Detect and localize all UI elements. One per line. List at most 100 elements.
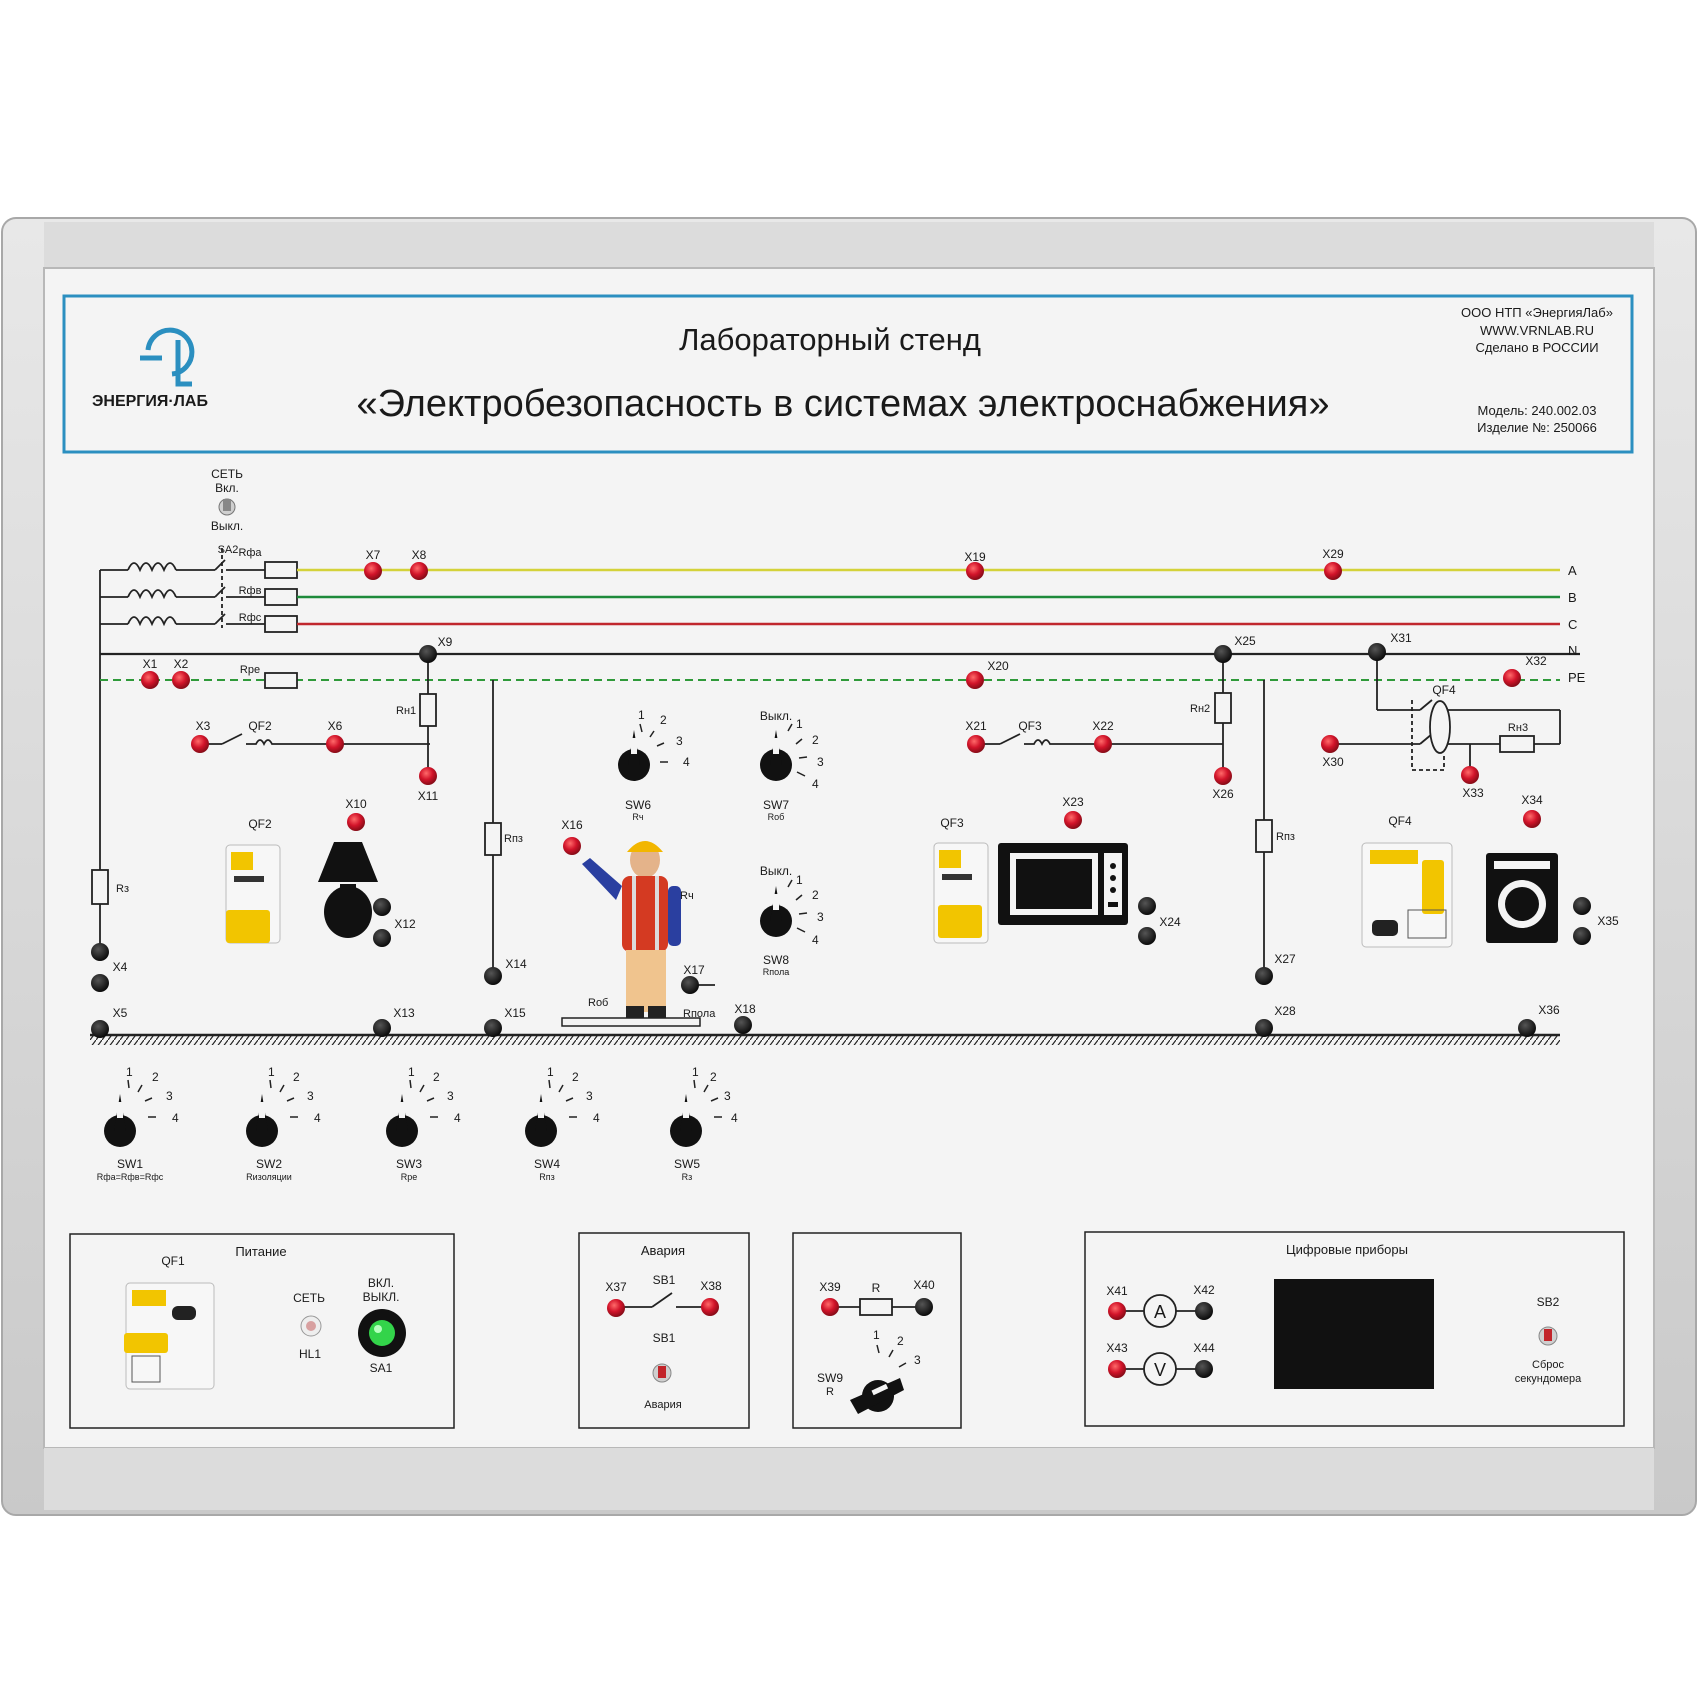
terminal-x30[interactable] [1321, 735, 1339, 753]
power-panel [69, 1233, 455, 1429]
terminal-x22[interactable] [1094, 735, 1112, 753]
terminal-x27[interactable] [1255, 967, 1273, 985]
label-rfa: Rфа [238, 547, 262, 559]
terminal-x39[interactable] [821, 1298, 839, 1316]
bus-label-n: N [1568, 643, 1577, 658]
label-x35: X35 [1597, 914, 1619, 928]
terminal-x12[interactable] [373, 898, 391, 947]
terminal-x3[interactable] [191, 735, 209, 753]
sw5-name: SW5 [674, 1157, 700, 1171]
terminal-x32[interactable] [1503, 669, 1521, 687]
terminal-x26[interactable] [1214, 767, 1232, 785]
terminal-x2[interactable] [172, 671, 190, 689]
label-x19: X19 [964, 550, 986, 564]
breaker-qf4[interactable] [1361, 842, 1453, 948]
terminal-x10[interactable] [347, 813, 365, 831]
terminal-x25[interactable] [1214, 645, 1232, 663]
dial-ticks-lower [127, 1079, 722, 1118]
label-x3: X3 [196, 719, 211, 733]
rotary-switch-sw2[interactable] [246, 1094, 278, 1147]
label-x10: X10 [345, 797, 367, 811]
digital-display [1274, 1279, 1434, 1389]
sw2-name: SW2 [256, 1157, 282, 1171]
terminal-x11[interactable] [419, 767, 437, 785]
terminal-x9[interactable] [419, 645, 437, 663]
voltmeter-icon: V [1143, 1352, 1177, 1386]
terminal-x34[interactable] [1523, 810, 1541, 828]
rotary-switch-sw3[interactable] [386, 1094, 418, 1147]
terminal-x19[interactable] [966, 562, 984, 580]
breaker-qf2[interactable] [225, 844, 281, 944]
terminal-x33[interactable] [1461, 766, 1479, 784]
terminal-x36[interactable] [1518, 1019, 1536, 1037]
rotary-switch-sw5[interactable] [670, 1094, 702, 1147]
terminal-x40[interactable] [915, 1298, 933, 1316]
sb2-label: SB2 [1537, 1295, 1560, 1309]
terminal-x16[interactable] [563, 837, 581, 855]
terminal-x44[interactable] [1195, 1360, 1213, 1378]
sw4-name: SW4 [534, 1157, 560, 1171]
terminal-x24[interactable] [1138, 897, 1156, 945]
sw3-mark-3: 3 [447, 1089, 454, 1103]
ground-hatch [90, 1036, 1560, 1045]
terminal-x23[interactable] [1064, 811, 1082, 829]
terminal-x8[interactable] [410, 562, 428, 580]
microwave-icon [998, 843, 1128, 925]
terminal-x18[interactable] [734, 1016, 752, 1034]
terminal-x7[interactable] [364, 562, 382, 580]
terminal-x5[interactable] [91, 1020, 109, 1038]
terminal-x20[interactable] [966, 671, 984, 689]
label-x13: X13 [393, 1006, 415, 1020]
sb2-reset-button[interactable] [1538, 1326, 1558, 1346]
sb1-alarm-button[interactable] [652, 1363, 672, 1383]
rotary-switch-sw1[interactable] [104, 1094, 136, 1147]
terminal-x31[interactable] [1368, 643, 1386, 661]
qf3-label: QF3 [940, 816, 964, 830]
rotary-switch-sw7[interactable] [760, 730, 792, 781]
terminal-x1[interactable] [141, 671, 159, 689]
breaker-qf3[interactable] [933, 842, 989, 944]
rotary-switch-sw8[interactable] [760, 886, 792, 937]
terminal-x43[interactable] [1108, 1360, 1126, 1378]
terminal-x4[interactable] [91, 943, 109, 992]
terminal-x37[interactable] [607, 1299, 625, 1317]
terminal-x28[interactable] [1255, 1019, 1273, 1037]
rotary-switch-sw6[interactable] [618, 730, 650, 781]
terminal-x15[interactable] [484, 1019, 502, 1037]
terminal-x41[interactable] [1108, 1302, 1126, 1320]
qf3-circuit-label: QF3 [1018, 719, 1042, 733]
terminal-x29[interactable] [1324, 562, 1342, 580]
label-x34: X34 [1521, 793, 1543, 807]
terminal-x38[interactable] [701, 1298, 719, 1316]
terminal-x42[interactable] [1195, 1302, 1213, 1320]
sa2-toggle[interactable] [218, 498, 236, 516]
label-x32: X32 [1525, 654, 1547, 668]
made-in: Сделано в РОССИИ [1475, 340, 1598, 355]
bottom-rail [44, 1448, 1654, 1510]
label-x26: X26 [1212, 787, 1234, 801]
rotary-switch-sw9[interactable] [850, 1378, 904, 1414]
alarm-caption: Авария [644, 1399, 681, 1411]
sw6-mark-1: 1 [638, 708, 645, 722]
sw4-mark-2: 2 [572, 1070, 579, 1084]
terminal-x14[interactable] [484, 967, 502, 985]
terminal-x6[interactable] [326, 735, 344, 753]
sw6-mark-4: 4 [683, 755, 690, 769]
terminal-x13[interactable] [373, 1019, 391, 1037]
qf4-label: QF4 [1388, 814, 1412, 828]
terminal-x35[interactable] [1573, 897, 1591, 945]
breaker-qf1[interactable] [124, 1282, 215, 1390]
lamp-icon [318, 842, 378, 938]
sw8-name: SW8 [763, 953, 789, 967]
terminal-x21[interactable] [967, 735, 985, 753]
rotary-switch-sw4[interactable] [525, 1094, 557, 1147]
sb1-bottom-label: SB1 [653, 1331, 676, 1345]
label-x9: X9 [438, 635, 453, 649]
sw3-mark-4: 4 [454, 1111, 461, 1125]
sw5-mark-1: 1 [692, 1065, 699, 1079]
sw9-name: SW9 [817, 1371, 843, 1385]
alarm-panel-title: Авария [641, 1243, 685, 1258]
sa1-power-button[interactable] [358, 1309, 406, 1357]
label-x39: X39 [819, 1280, 841, 1294]
terminal-x17[interactable] [681, 976, 699, 994]
